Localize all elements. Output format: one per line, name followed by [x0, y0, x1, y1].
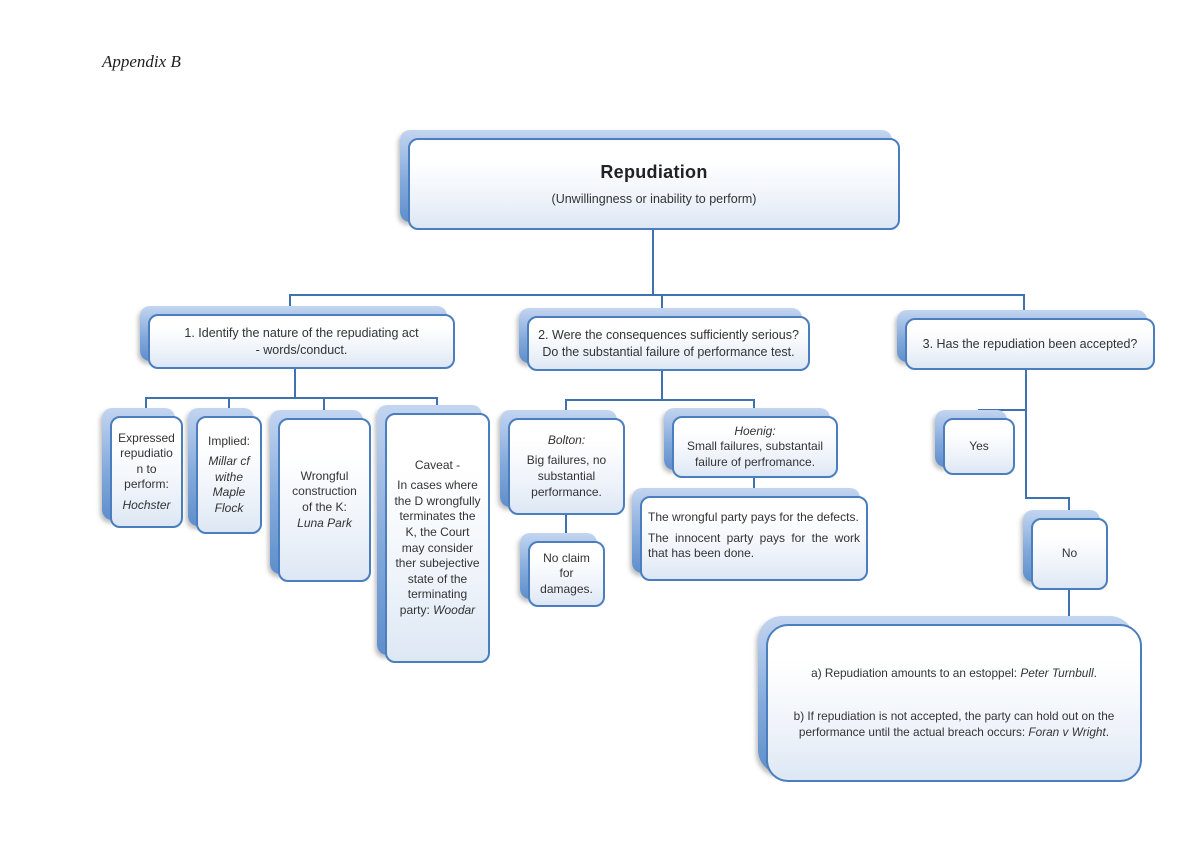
implied-label: Implied: — [207, 433, 251, 448]
connector-root — [652, 230, 654, 296]
root-box: Repudiation (Unwillingness or inability … — [400, 130, 900, 230]
root-subtitle: (Unwillingness or inability to perform) — [551, 192, 757, 207]
connector-top-horizontal — [289, 294, 1025, 296]
branch3-header-box: 3. Has the repudiation been accepted? — [897, 310, 1155, 370]
branch1-header-text: 1. Identify the nature of the repudiatin… — [148, 314, 455, 369]
branch1-header-box: 1. Identify the nature of the repudiatin… — [140, 306, 455, 369]
connector-b1-s3 — [323, 397, 325, 421]
connector-hoenig-payment — [753, 477, 755, 498]
connector-b3-yes-horizontal — [978, 409, 1027, 411]
bolton-box: Bolton: Big failures, no substantial per… — [500, 410, 625, 515]
caveat-title: Caveat - — [414, 457, 461, 472]
case-woodar: Woodar — [433, 602, 476, 617]
wrongful-construction-box: Wrongful construction of the K: Luna Par… — [270, 410, 371, 582]
expressed-text: Expressed repudiatio n to perform: — [118, 430, 175, 492]
connector-b1-down — [294, 369, 296, 399]
root-title: Repudiation — [600, 161, 708, 182]
connector-bolton-noclaim — [565, 514, 567, 543]
case-bolton: Bolton: — [547, 432, 586, 447]
outcome-a: a) Repudiation amounts to an estoppel: P… — [811, 666, 1097, 681]
connector-b1-horizontal — [145, 397, 438, 399]
no-text: No — [1031, 518, 1108, 590]
connector-stub-branch2 — [661, 294, 663, 320]
connector-stub-branch3 — [1023, 294, 1025, 322]
connector-b3-no-horizontal — [1025, 497, 1070, 499]
connector-no-outcome — [1068, 589, 1070, 626]
connector-b3-middle — [1025, 409, 1027, 499]
no-box: No — [1023, 510, 1108, 590]
expressed-repudiation-box: Expressed repudiatio n to perform: Hochs… — [102, 408, 183, 528]
bolton-text: Big failures, no substantial performance… — [526, 453, 607, 499]
yes-text: Yes — [943, 418, 1015, 475]
case-luna-park: Luna Park — [297, 515, 352, 530]
outcome-a-text: a) Repudiation amounts to an estoppel: — [811, 666, 1021, 680]
outcome-b-text: b) If repudiation is not accepted, the p… — [793, 709, 1115, 739]
payment-paragraph-1: The wrongful party pays for the defects. — [648, 510, 859, 525]
connector-b3-down — [1025, 370, 1027, 411]
wrongful-text: Wrongful construction of the K: — [292, 468, 357, 514]
payment-paragraph-2: The innocent party pays for the work tha… — [648, 530, 860, 561]
no-claim-box: No claim for damages. — [520, 533, 605, 607]
payment-box: The wrongful party pays for the defects.… — [632, 488, 868, 581]
connector-b2-down — [661, 370, 663, 401]
branch3-header-text: 3. Has the repudiation been accepted? — [905, 318, 1155, 370]
caveat-box: Caveat - In cases where the D wrongfully… — [377, 405, 490, 663]
hoenig-text: Small failures, substantail failure of p… — [686, 439, 824, 469]
yes-box: Yes — [935, 410, 1015, 475]
outcome-a-period: . — [1093, 666, 1097, 680]
hoenig-box: Hoenig: Small failures, substantail fail… — [664, 408, 838, 478]
connector-b2-horizontal — [565, 399, 755, 401]
no-claim-text: No claim for damages. — [528, 541, 605, 607]
caveat-text: In cases where the D wrongfully terminat… — [394, 478, 481, 617]
connector-b3-no-stub — [1068, 497, 1070, 520]
appendix-label: Appendix B — [102, 52, 181, 71]
case-peter-turnbull: Peter Turnbull — [1020, 666, 1094, 680]
connector-b2-s1 — [565, 399, 567, 420]
branch2-header-text: 2. Were the consequences sufficiently se… — [527, 316, 810, 371]
outcome-b: b) If repudiation is not accepted, the p… — [794, 709, 1115, 740]
case-hochster: Hochster — [122, 497, 171, 512]
outcome-b-period: . — [1105, 724, 1110, 739]
implied-repudiation-box: Implied: Millar cf withe Maple Flock — [188, 408, 262, 534]
outcome-box: a) Repudiation amounts to an estoppel: P… — [758, 616, 1142, 782]
case-hoenig: Hoenig: — [734, 423, 776, 438]
case-foran-v-wright: Foran v Wright — [1028, 724, 1106, 739]
case-millar-maple-flock: Millar cf withe Maple Flock — [208, 454, 250, 515]
branch2-header-box: 2. Were the consequences sufficiently se… — [519, 308, 810, 371]
